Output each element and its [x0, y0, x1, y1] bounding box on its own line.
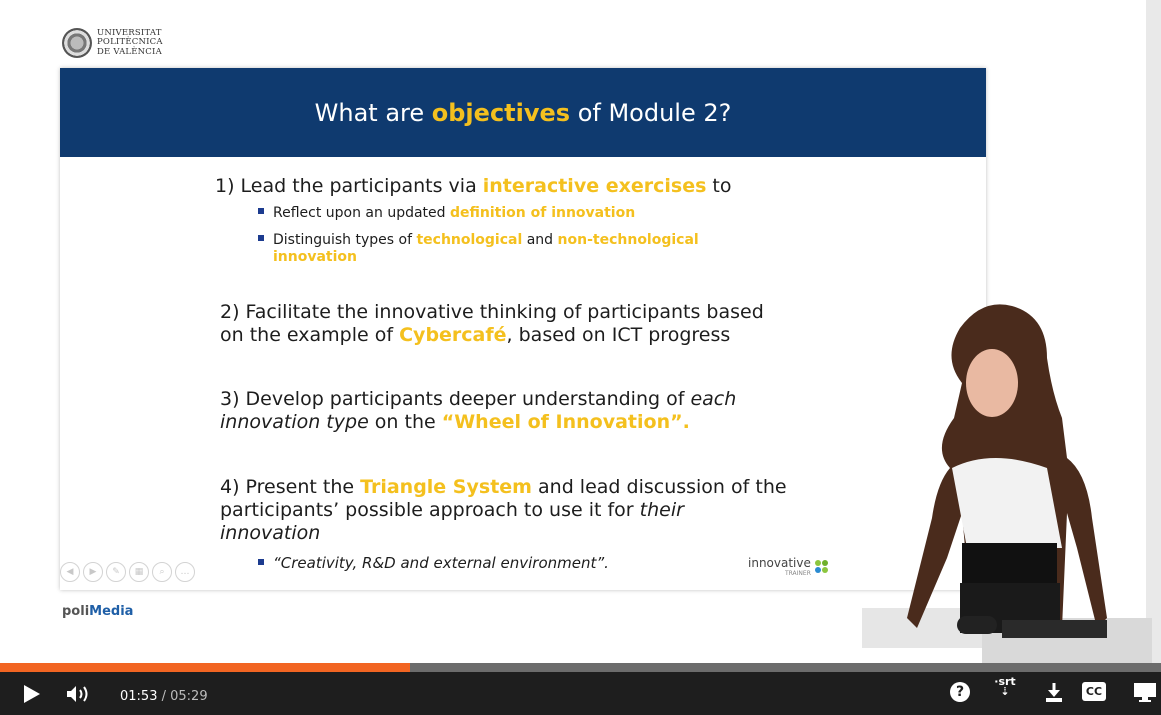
srt-download-icon[interactable]: ·srt⇣: [994, 675, 1016, 698]
more-icon[interactable]: …: [175, 562, 195, 582]
university-logo: UNIVERSITAT POLITÈCNICA DE VALÈNCIA: [62, 26, 163, 60]
zoom-icon[interactable]: ⌕: [152, 562, 172, 582]
prev-slide-icon[interactable]: ◀: [60, 562, 80, 582]
slide: What are objectives of Module 2? 1) Lead…: [60, 68, 986, 590]
volume-icon[interactable]: [66, 685, 92, 703]
progress-fill: [0, 663, 410, 672]
objective-1: 1) Lead the participants via interactive…: [215, 175, 732, 197]
slide-header: What are objectives of Module 2?: [60, 68, 986, 157]
next-slide-icon[interactable]: ▶: [83, 562, 103, 582]
university-seal-icon: [62, 28, 92, 58]
slides-icon[interactable]: ▦: [129, 562, 149, 582]
objective-4-sub: “Creativity, R&D and external environmen…: [258, 555, 609, 572]
cc-icon[interactable]: CC: [1082, 682, 1106, 701]
objective-3: 3) Develop participants deeper understan…: [220, 388, 737, 433]
play-icon[interactable]: [22, 683, 42, 705]
presenter-figure: [862, 304, 1152, 663]
download-icon[interactable]: [1044, 681, 1064, 703]
objective-1-sub-2: Distinguish types of technological and n…: [258, 232, 699, 266]
bullet-icon: [258, 235, 264, 241]
polimedia-logo: poliMedia: [62, 604, 134, 619]
video-stage[interactable]: UNIVERSITAT POLITÈCNICA DE VALÈNCIA What…: [0, 0, 1161, 663]
innovative-trainer-logo: innovative TRAINER: [748, 556, 835, 577]
player-controls: 01:53 / 05:29 ? ·srt⇣ CC: [0, 663, 1161, 715]
pen-icon[interactable]: ✎: [106, 562, 126, 582]
bullet-icon: [258, 558, 264, 565]
progress-bar[interactable]: [0, 663, 1161, 672]
objective-1-sub-1: Reflect upon an updated definition of in…: [258, 205, 635, 222]
slide-title: What are objectives of Module 2?: [314, 98, 732, 127]
brand-dots-icon: [814, 559, 835, 574]
objective-2: 2) Facilitate the innovative thinking of…: [220, 301, 764, 346]
help-icon[interactable]: ?: [950, 682, 970, 702]
university-name: UNIVERSITAT POLITÈCNICA DE VALÈNCIA: [97, 27, 163, 57]
screen-icon[interactable]: [1133, 681, 1157, 703]
objective-4: 4) Present the Triangle System and lead …: [220, 476, 787, 544]
time-display: 01:53 / 05:29: [120, 689, 208, 704]
bullet-icon: [258, 208, 264, 214]
stage-edge: [1146, 0, 1161, 663]
slide-navigation: ◀ ▶ ✎ ▦ ⌕ …: [60, 562, 198, 582]
